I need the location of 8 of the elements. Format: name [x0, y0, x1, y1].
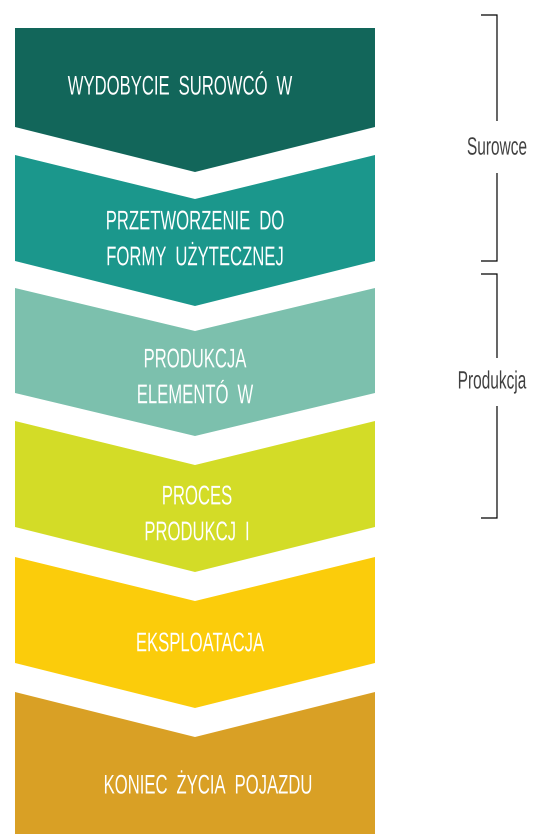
chevron-box: EKSPLOATACJA [15, 557, 375, 708]
bracket-label: Surowce [468, 137, 526, 155]
chevron-box: PRODUKCJA ELEMENTÓ W [15, 288, 375, 436]
chevron-box: WYDOBYCIE SUROWCÓ W [15, 28, 375, 172]
chevron-box: PRZETWORZENIE DO FORMY UŻYTECZNEJ [15, 155, 375, 306]
bracket-label: Produkcja [458, 370, 526, 394]
chevron-box: KONIEC ŻYCIA POJAZDU [15, 692, 375, 834]
chevron-box: PROCES PRODUKCJ I [15, 421, 375, 572]
